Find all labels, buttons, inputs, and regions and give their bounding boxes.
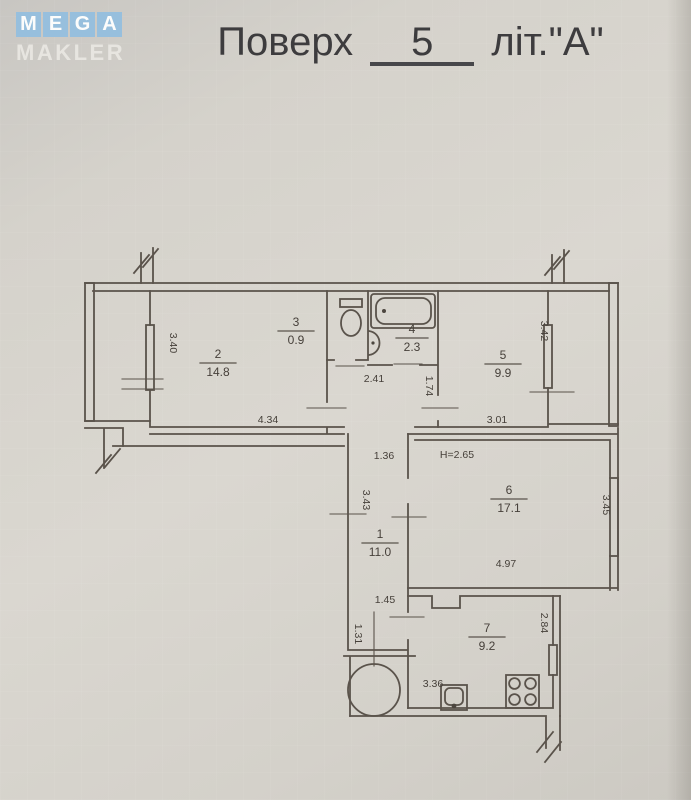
mega-makler-logo: M E G A MAKLER	[16, 12, 125, 66]
room3-room4-walls	[326, 290, 439, 428]
svg-text:0.9: 0.9	[288, 333, 305, 347]
ceiling-height-note: Н=2.65	[440, 449, 474, 461]
wall-break-bottom-right-icon	[535, 715, 563, 764]
svg-text:11.0: 11.0	[369, 545, 392, 559]
svg-text:9.2: 9.2	[479, 639, 496, 653]
floor-number: 5	[370, 22, 475, 66]
bathtub-icon	[370, 293, 436, 329]
dim-alcove-depth: 1.31	[352, 624, 364, 645]
room5-walls	[414, 290, 619, 428]
hallway-walls	[343, 433, 416, 717]
dim-hall-height: 3.43	[360, 490, 372, 511]
logo-tile-a: A	[97, 12, 122, 37]
window-room6	[609, 477, 619, 557]
logo-word: MAKLER	[16, 40, 126, 65]
dim-room7-width: 3.36	[423, 678, 444, 690]
dimension-labels: 4.34 3.40 2.41 1.74 3.01 3.42 1.36 3.43 …	[167, 321, 612, 690]
balcony-right-hatched-wall	[608, 282, 619, 427]
dim-room6-width: 4.97	[496, 558, 517, 570]
svg-text:14.8: 14.8	[206, 365, 230, 379]
dimension-ticks	[121, 363, 575, 618]
svg-text:3: 3	[293, 315, 300, 329]
svg-text:17.1: 17.1	[497, 501, 521, 515]
room-7-label: 7 9.2	[468, 621, 506, 653]
window-room2-balcony	[145, 324, 155, 391]
page-title: Поверх 5 літ."А"	[150, 20, 671, 66]
title-label: Поверх	[217, 20, 354, 64]
dim-alcove-width: 1.45	[375, 594, 396, 606]
svg-text:2.3: 2.3	[404, 340, 421, 354]
toilet-icon	[339, 298, 363, 337]
balcony-left-hatched-wall	[84, 282, 95, 422]
dim-room5-height: 3.42	[538, 321, 550, 342]
dim-room6-height: 3.45	[600, 495, 612, 516]
column-circle	[347, 663, 401, 717]
wall-break-top-left-icon	[132, 247, 160, 284]
logo-tiles: M E G A	[16, 12, 125, 37]
windows	[145, 324, 619, 676]
logo-tile-g: G	[70, 12, 95, 37]
room-3-label: 3 0.9	[277, 315, 315, 347]
dim-room2-width: 4.34	[258, 414, 279, 426]
logo-tile-m: M	[16, 12, 41, 37]
dim-room7-height: 2.84	[538, 613, 550, 634]
svg-text:7: 7	[484, 621, 491, 635]
room2-walls	[112, 290, 345, 447]
svg-text:9.9: 9.9	[495, 366, 512, 380]
window-room5-balcony	[543, 324, 553, 389]
svg-text:5: 5	[500, 348, 507, 362]
svg-text:4: 4	[409, 322, 416, 336]
title-liter: літ."А"	[491, 20, 604, 64]
room-1-label: 1 11.0	[361, 527, 399, 559]
room-5-label: 5 9.9	[484, 348, 522, 380]
room-6-label: 6 17.1	[490, 483, 528, 515]
bath-sink-icon	[367, 329, 381, 357]
room-4-label: 4 2.3	[395, 322, 429, 354]
dim-hall-upper-width: 2.41	[364, 373, 385, 385]
dim-hall-upper-depth: 1.74	[423, 376, 435, 397]
wall-break-marks	[94, 247, 571, 764]
fixtures	[339, 293, 540, 717]
wall-break-left-icon	[94, 447, 122, 475]
balcony-left-walls	[84, 420, 151, 469]
wall-break-top-right-icon	[543, 249, 571, 284]
kitchen-sink-icon	[440, 684, 468, 711]
room-2-label: 2 14.8	[199, 347, 237, 379]
svg-text:6: 6	[506, 483, 513, 497]
dim-room5-width: 3.01	[487, 414, 508, 426]
room-labels: 1 11.0 2 14.8 3 0.9 4 2.3 5 9.9 6 17.1	[199, 315, 528, 653]
dim-room2-height: 3.40	[167, 333, 179, 354]
logo-tile-e: E	[43, 12, 68, 37]
window-kitchen	[548, 644, 558, 676]
dim-hall-top: 1.36	[374, 450, 395, 462]
kitchen-walls	[349, 595, 561, 749]
wall-top	[84, 282, 619, 292]
svg-text:2: 2	[215, 347, 222, 361]
stove-icon	[505, 674, 540, 709]
walls	[84, 282, 619, 749]
svg-text:1: 1	[377, 527, 384, 541]
